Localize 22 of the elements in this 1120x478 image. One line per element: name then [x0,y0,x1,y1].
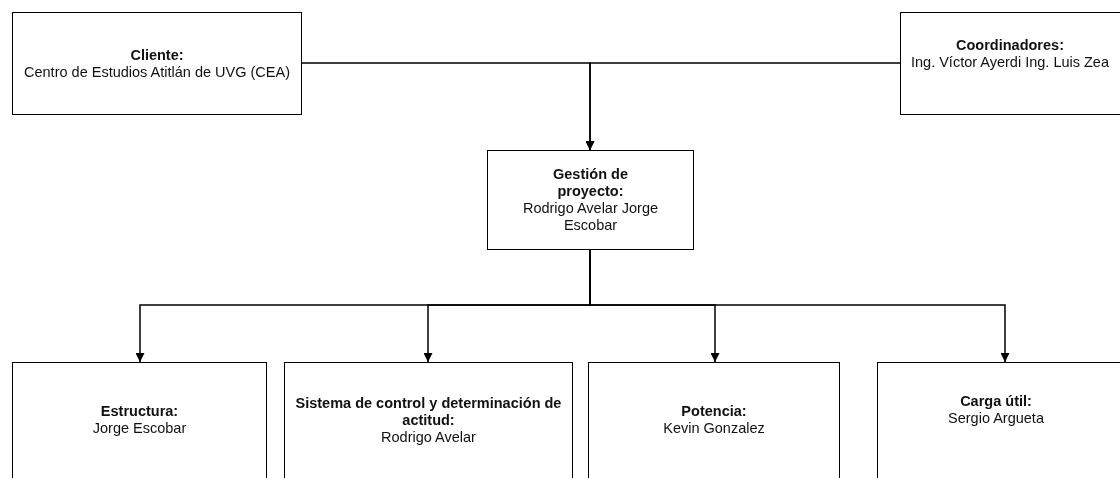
role-heading: Estructura: [100,403,179,420]
member-names: Sergio Argueta [948,410,1044,427]
member-names: Kevin Gonzalez [663,420,765,437]
member-names: Rodrigo Avelar [381,428,476,446]
role-heading: Gestión de proyecto: [552,166,629,200]
org-box [877,362,1120,478]
org-box [12,12,302,115]
member-names: Centro de Estudios Atitlán de UVG (CEA) [24,63,290,81]
org-box [900,12,1120,115]
member-names: Jorge Escobar [92,420,187,437]
member-names: Ing. Víctor Ayerdi Ing. Luis Zea [911,53,1109,71]
role-heading: Potencia: [681,403,747,420]
member-names: Rodrigo Avelar Jorge Escobar [521,200,660,234]
role-heading: Cliente: [130,46,184,64]
org-box [588,362,840,478]
role-heading: Coordinadores: [956,36,1064,54]
org-box [284,362,573,478]
role-heading: Sistema de control y determinación de actitud: [294,394,563,429]
org-box [12,362,267,478]
org-box [487,150,694,250]
role-heading: Carga útil: [960,393,1032,410]
connector-arrow [585,62,901,151]
